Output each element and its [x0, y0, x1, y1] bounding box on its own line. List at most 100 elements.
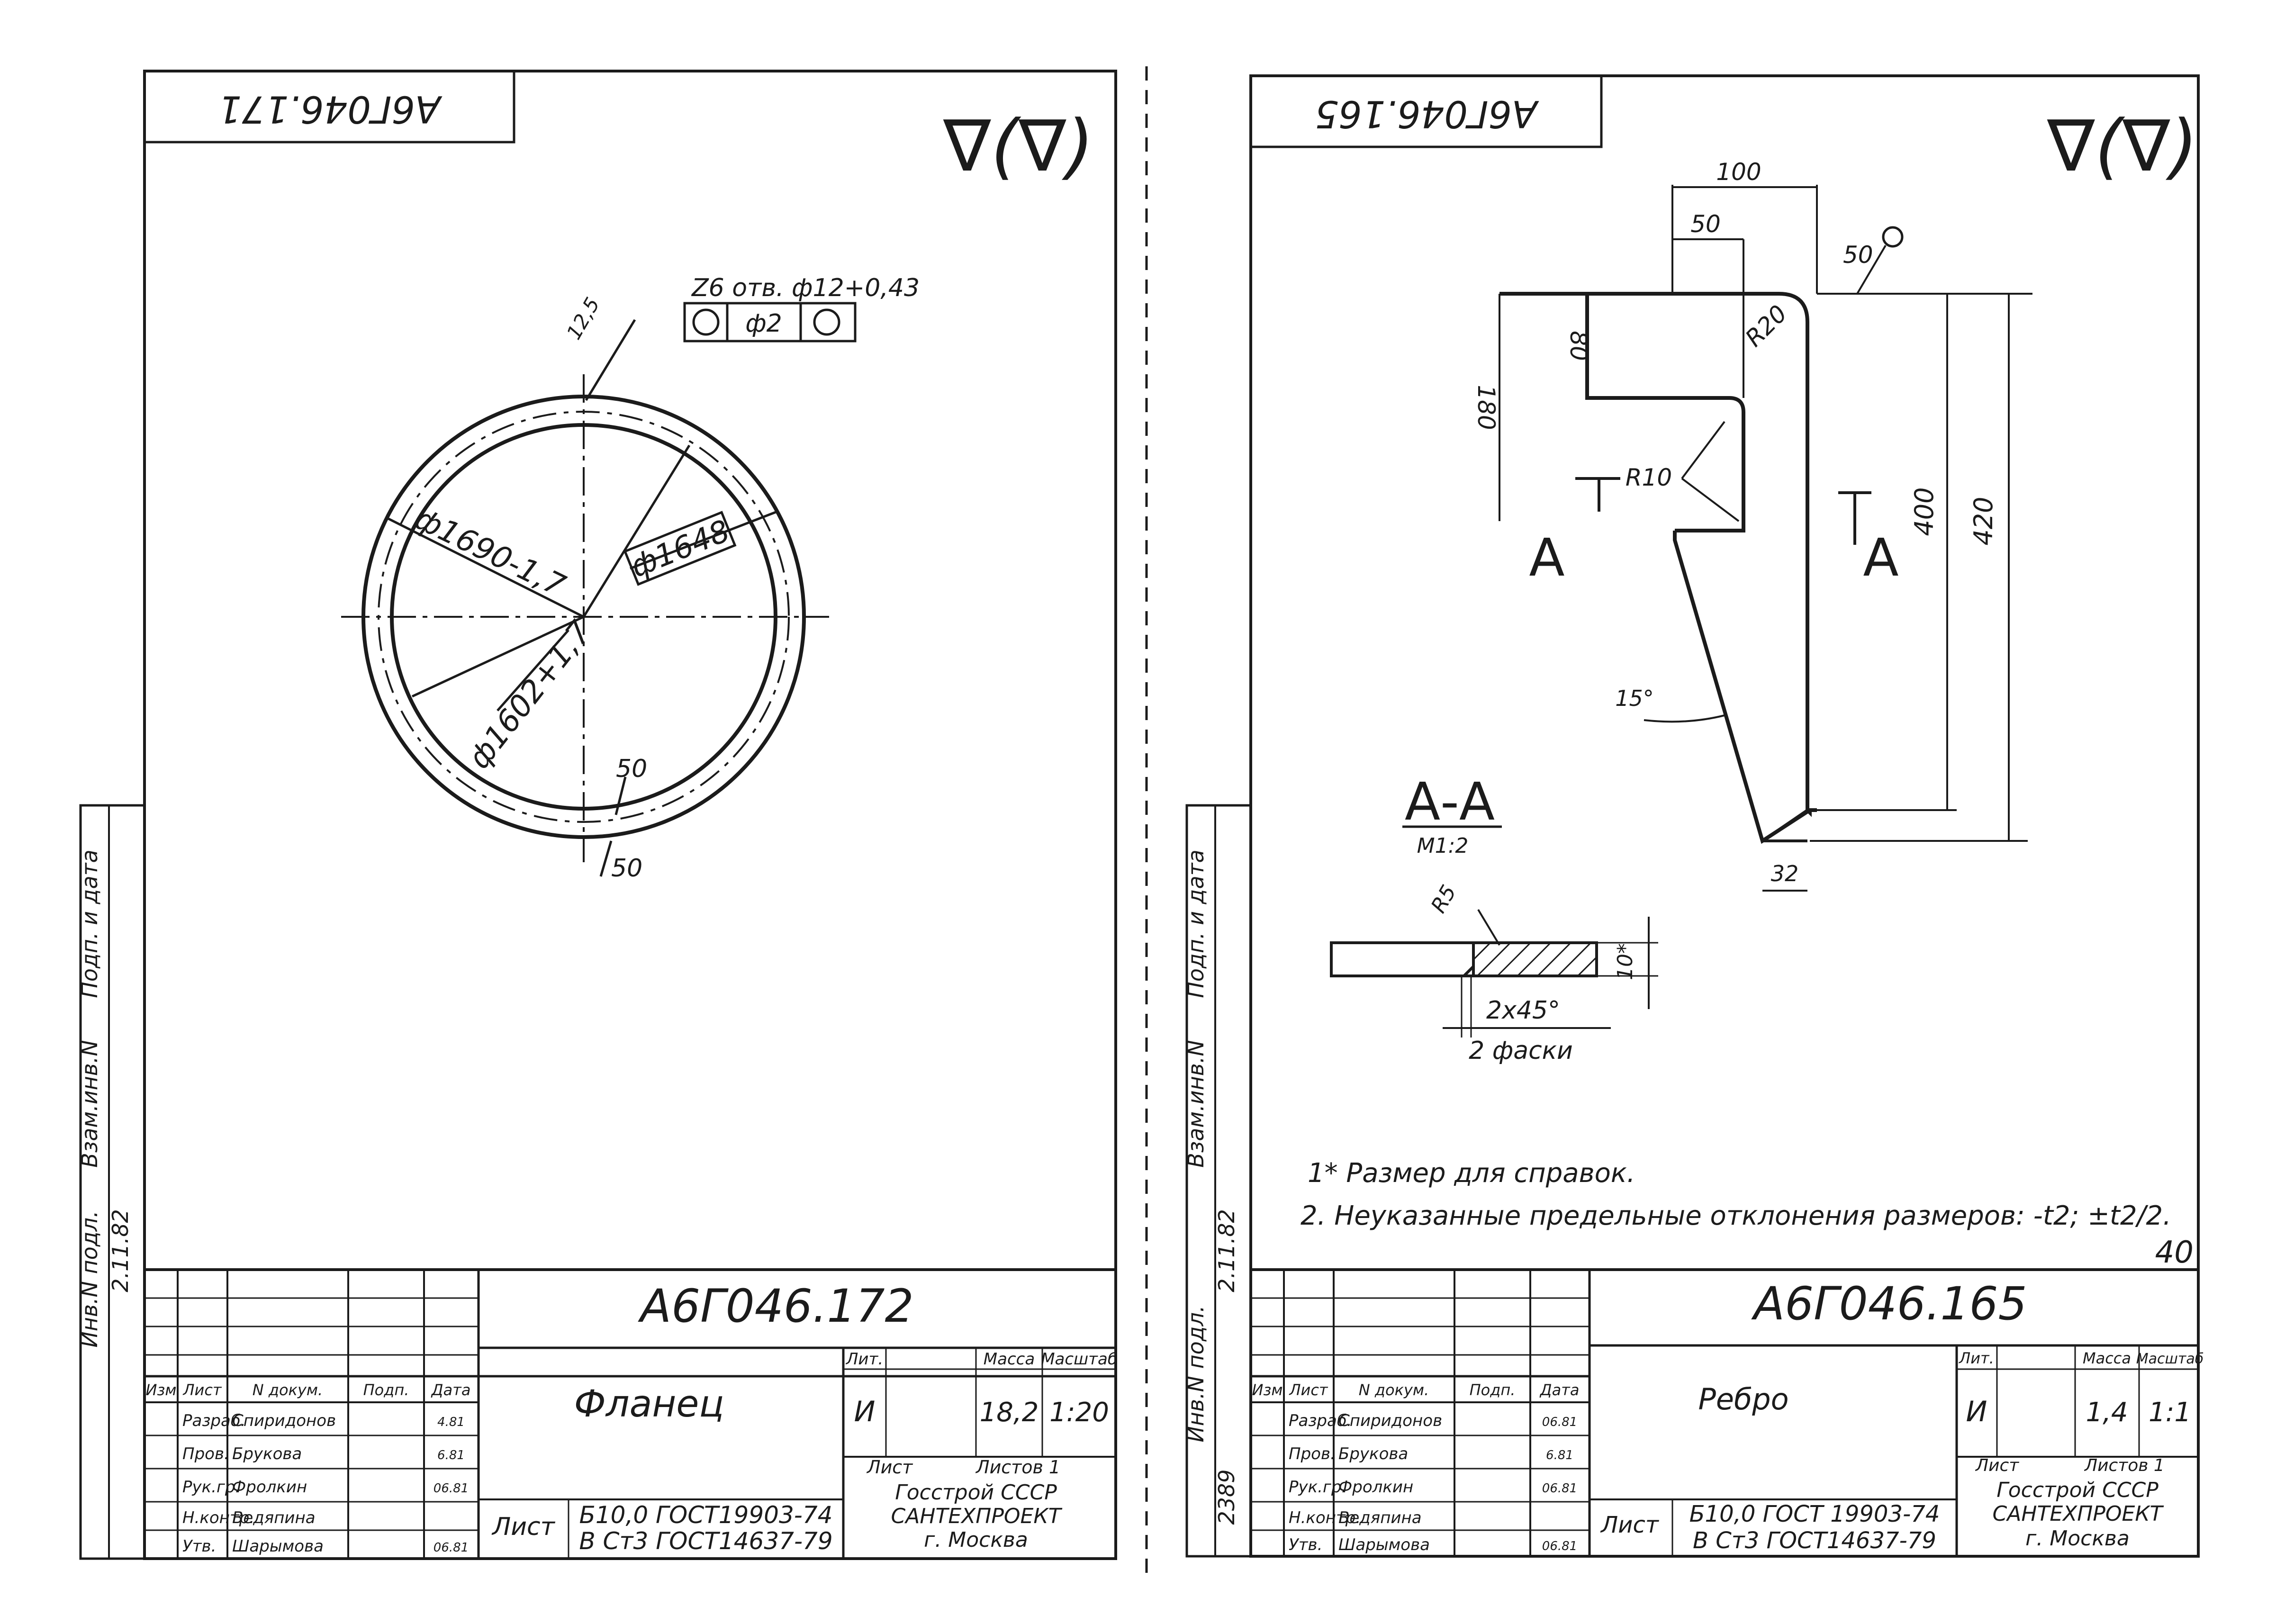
leader-r10-b	[1681, 421, 1725, 479]
row-role: Н.контр.	[182, 1508, 254, 1527]
part-name: Фланец	[574, 1383, 724, 1426]
leader-r10	[1681, 478, 1740, 522]
section-plate-hatched	[1460, 941, 1598, 977]
dim-420: 420	[1969, 496, 1998, 545]
row-date: 4.81	[437, 1415, 465, 1429]
sheet-left-frame	[143, 70, 1117, 1560]
dim-100: 100	[1716, 158, 1761, 186]
sheets-label: Листов 1	[975, 1457, 1060, 1478]
dim-400: 400	[1909, 487, 1939, 536]
leader-hole-note	[585, 319, 636, 401]
row-name: Ведяпина	[1338, 1508, 1422, 1527]
leader-r5	[1477, 909, 1500, 946]
row-date: 6.81	[1546, 1448, 1573, 1462]
col-header-sign: Подп.	[363, 1381, 409, 1399]
code-box-rotated-right	[1249, 74, 1603, 148]
modifier-m-icon	[813, 308, 840, 336]
inner-diameter-label: ф1602+1,7	[461, 614, 598, 776]
col-header-list: Лист	[182, 1381, 222, 1399]
lit-header-right: Лит.	[1959, 1349, 1994, 1367]
row-name: Брукова	[232, 1444, 302, 1463]
dim-angle: 15°	[1615, 686, 1654, 711]
side-stamp-label-1-right: Инв.N подл.	[1183, 1305, 1209, 1442]
side-stamp-date-right: 2.11.82	[1214, 1209, 1239, 1292]
scale-value-right: 1:1	[2149, 1397, 2191, 1428]
section-scale: М1:2	[1417, 834, 1469, 858]
sheet-label: Лист	[866, 1457, 913, 1478]
page-number: 40	[2155, 1235, 2194, 1270]
scale-value: 1:20	[1049, 1397, 1109, 1428]
row-name: Шарымова	[1338, 1535, 1430, 1554]
row-role: Рук.гр.	[182, 1478, 240, 1497]
leader-outer-diameter	[388, 517, 585, 618]
hole-position-tolerance: ф2	[745, 309, 782, 338]
position-symbol-icon	[692, 308, 720, 336]
col-header-izm: Изм	[145, 1381, 176, 1399]
section-thickness: 10*	[1613, 943, 1637, 980]
dim-80: 80	[1565, 331, 1592, 361]
row-date: 06.81	[434, 1481, 469, 1496]
code-rotated-text: А6Г046.171	[218, 88, 443, 130]
title-block-left: А6Г046.172 Фланец Лит. Масса Масштаб И 1…	[143, 1268, 1118, 1560]
material-line-2-right: В Ст3 ГОСТ14637-79	[1693, 1527, 1936, 1554]
sheet-left: А6Г046.171 ∇(∇) ф1690-1,7 ф1648 ф1602+1,…	[77, 70, 1118, 1560]
rib-body	[1673, 531, 1811, 844]
side-stamp-label-2: Подп. и дата	[77, 849, 102, 998]
col-header-date-right: Дата	[1539, 1381, 1580, 1399]
code-rotated-text-right: А6Г046.165	[1315, 92, 1540, 135]
dim-r10: R10	[1626, 464, 1672, 491]
hole-roughness-label: 12,5	[562, 294, 604, 343]
side-stamp-label-2-right: Подп. и дата	[1183, 849, 1209, 998]
leader-inner-diameter	[411, 615, 585, 698]
leader-width-b	[599, 840, 613, 877]
col-header-date: Дата	[431, 1381, 471, 1399]
sheet-label-right: Лист	[1975, 1456, 2019, 1475]
side-stamp-right: Подп. и дата Взам.инв.N Инв.N подл. 2.11…	[1183, 804, 1252, 1558]
dim-180: 180	[1472, 385, 1500, 430]
section-chamfer-note: 2 фаски	[1469, 1037, 1573, 1065]
material-line-1: Б10,0 ГОСТ19903-74	[579, 1501, 833, 1529]
org-line-2-right: САНТЕХПРОЕКТ	[1993, 1502, 2164, 1526]
lit-value-right: И	[1966, 1395, 1987, 1428]
title-code: А6Г046.172	[637, 1280, 913, 1333]
side-stamp-label-1: Инв.N подл.	[77, 1210, 102, 1347]
width-a-label: 50	[616, 755, 647, 783]
row-role: Рук.гр.	[1289, 1478, 1346, 1497]
col-header-sign-right: Подп.	[1470, 1381, 1516, 1399]
row-date: 06.81	[1542, 1415, 1577, 1429]
scale-header: Масштаб	[1041, 1350, 1118, 1369]
angle-arc	[1644, 714, 1725, 723]
dim-line-inner	[497, 629, 569, 712]
width-b-label: 50	[611, 854, 642, 883]
section-view: А-А М1:2 R5 10* 2х45° 2 фаски	[1330, 771, 1658, 1065]
row-date: 06.81	[1542, 1481, 1577, 1496]
row-role: Утв.	[1289, 1535, 1322, 1554]
rib-drawing: 100 50 50 180 80 R20 R10 400 420 15° 32 …	[1472, 158, 2032, 892]
row-role: Пров.	[1289, 1444, 1336, 1463]
mass-header: Масса	[984, 1350, 1035, 1369]
list-label-right: Лист	[1600, 1512, 1660, 1538]
side-stamp-left: Подп. и дата Взам.инв.N Инв.N подл. 2.11…	[77, 804, 146, 1560]
material-line-1-right: Б10,0 ГОСТ 19903-74	[1689, 1501, 1940, 1527]
material-line-2: В Ст3 ГОСТ14637-79	[579, 1527, 832, 1555]
holes-note: Z6 отв. ф12+0,43	[691, 274, 920, 302]
row-name: Спиридонов	[1338, 1411, 1442, 1430]
leader-width-a	[614, 776, 627, 815]
position-tolerance-frame	[683, 302, 857, 343]
row-date: 06.81	[434, 1541, 469, 1555]
mass-value: 18,2	[980, 1397, 1039, 1428]
row-name: Фролкин	[1338, 1478, 1413, 1497]
row-date: 6.81	[437, 1448, 465, 1462]
row-role: Разраб.	[182, 1411, 246, 1430]
section-label: А-А	[1405, 771, 1495, 832]
row-name: Шарымова	[232, 1537, 324, 1556]
row-role: Пров.	[182, 1444, 229, 1463]
leader-bolt-circle	[582, 444, 691, 618]
col-header-list-right: Лист	[1289, 1381, 1328, 1399]
org-line-1-right: Госстрой СССР	[1996, 1478, 2159, 1502]
mass-value-right: 1,4	[2086, 1397, 2128, 1428]
lit-header: Лит.	[845, 1350, 883, 1369]
part-name-right: Ребро	[1698, 1382, 1788, 1416]
dim-roughness-50: 50	[1843, 241, 1873, 269]
